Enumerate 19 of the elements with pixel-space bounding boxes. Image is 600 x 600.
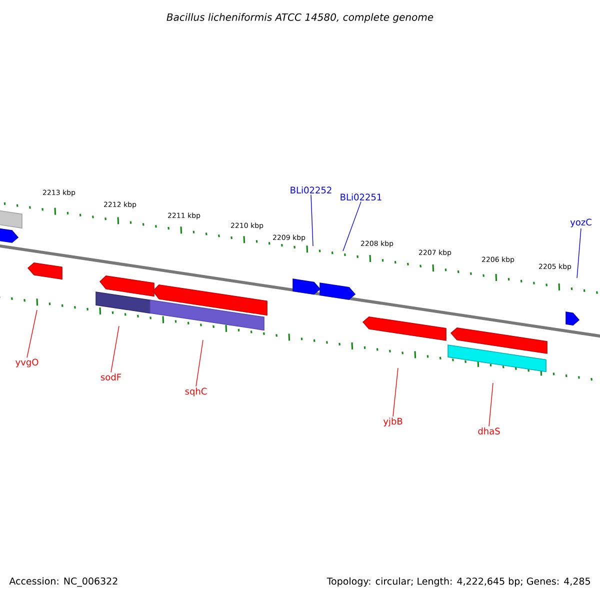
title: Bacillus licheniformis ATCC 14580, complete genome — [166, 13, 434, 23]
accession-text: Accession: NC_006322 — [9, 577, 118, 587]
gene-label: sodF — [100, 374, 122, 380]
leader-line — [310, 194, 314, 246]
leader-line — [342, 201, 362, 252]
leader-line — [110, 326, 120, 373]
leader-line — [392, 368, 398, 417]
gene-label: BLi02251 — [340, 194, 382, 200]
gene-label: yozC — [570, 218, 592, 228]
gene-label: BLi02252 — [290, 186, 332, 194]
gene-label: dhaS — [478, 428, 500, 434]
leader-line — [196, 340, 204, 387]
gene-label: yvgO — [16, 358, 38, 368]
leader-line — [576, 228, 582, 278]
gene-label: yjbB — [383, 418, 402, 426]
leader-line — [488, 382, 494, 427]
gene-label: sqhC — [185, 388, 207, 396]
leader-line — [26, 310, 38, 358]
genome-info-text: Topology: circular; Length: 4,222,645 bp; Genes: 4,285 — [326, 577, 590, 587]
